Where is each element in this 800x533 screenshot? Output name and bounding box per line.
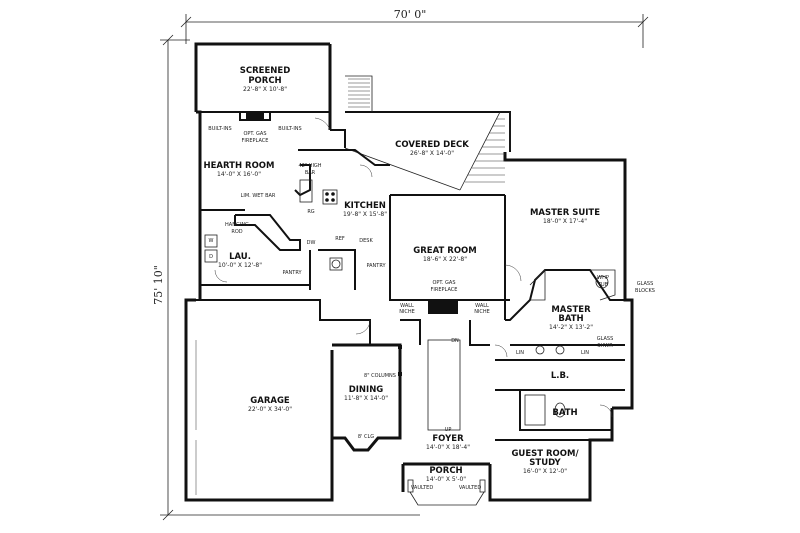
covered-deck-name: COVERED DECK	[395, 140, 469, 150]
fireplace-1-label: OPT. GAS	[243, 131, 266, 137]
depth-dimension: 75' 10"	[152, 34, 420, 521]
washer-label: W	[209, 238, 214, 244]
wall-niche-right-label: WALL	[475, 303, 489, 309]
glass-shwr-label2: SHWR	[597, 343, 613, 349]
covered-deck-size: 26'-8" X 14'-0"	[410, 150, 454, 157]
deck-stairs	[344, 75, 511, 191]
wet-bar-label: LIM. WET BAR	[241, 193, 276, 199]
high-bar-label: 42" HIGH	[298, 163, 321, 169]
fireplace-1-label2: FIREPLACE	[242, 138, 269, 144]
kitchen-size: 19'-8" X 15'-8"	[343, 211, 387, 218]
master-bath-size: 14'-2" X 13'-2"	[549, 324, 593, 331]
whp-tub-label2: TUB	[597, 282, 609, 288]
built-ins-right-label: BUILT-INS	[278, 126, 301, 132]
pantry-great-label: PANTRY	[366, 263, 386, 269]
vaulted-label: VAULTED	[411, 485, 433, 491]
lb-name: L.B.	[551, 371, 569, 381]
door-swings	[214, 117, 613, 418]
clg-label: 8' CLG	[358, 434, 374, 440]
kitchen-name: KITCHEN	[344, 201, 386, 211]
dining-size: 11'-8" X 14'-0"	[344, 395, 388, 402]
lau-size: 10'-0" X 12'-8"	[218, 262, 262, 269]
hanging-rod-label: HANGING	[225, 222, 249, 228]
columns-label: 8" COLUMNS	[364, 373, 396, 379]
fireplace-2-label2: FIREPLACE	[431, 287, 458, 293]
master-bath-name: MASTER	[551, 305, 591, 315]
width-dimension: 70' 0"	[180, 8, 649, 48]
garage-name: GARAGE	[250, 396, 290, 406]
dw-label: DW	[307, 240, 316, 246]
hearth-room-size: 14'-0" X 16'-0"	[217, 171, 261, 178]
master-suite-size: 18'-0" X 17'-4"	[543, 218, 587, 225]
room-labels: SCREENED PORCH 22'-8" X 10'-8" COVERED D…	[204, 66, 601, 483]
stair-down-label: DN	[451, 338, 459, 344]
interior-walls	[186, 111, 625, 506]
glass-blocks-label: GLASS	[637, 281, 654, 287]
lin-right-label: LIN	[581, 350, 589, 356]
dining-name: DINING	[349, 385, 384, 395]
great-room-size: 18'-6" X 22'-8"	[423, 256, 467, 263]
overall-depth-label: 75' 10"	[152, 265, 165, 305]
garage-size: 22'-0" X 34'-0"	[248, 406, 292, 413]
guest-room-name: GUEST ROOM/	[511, 449, 579, 459]
master-bath-name2: BATH	[558, 314, 583, 324]
vaulted-label2: VAULTED	[459, 485, 481, 491]
screened-porch-name2: PORCH	[248, 76, 281, 86]
rg-label: RG	[307, 209, 314, 215]
wall-niche-left-label: WALL	[400, 303, 414, 309]
lau-name: LAU.	[229, 252, 251, 262]
desk-label: DESK	[359, 238, 373, 244]
master-suite-name: MASTER SUITE	[530, 208, 600, 218]
dryer-label: D	[209, 254, 213, 260]
bath-name: BATH	[552, 408, 577, 418]
porch-name: PORCH	[429, 466, 462, 476]
screened-porch-name: SCREENED	[240, 66, 291, 76]
overall-width-label: 70' 0"	[394, 8, 427, 21]
ref-label: REF	[335, 236, 345, 242]
foyer-size: 14'-0" X 18'-4"	[426, 444, 470, 451]
porch-size: 14'-0" X 5'-0"	[426, 476, 466, 483]
glass-shwr-label: GLASS	[597, 336, 614, 342]
fixture-labels: BUILT-INS BUILT-INS OPT. GAS FIREPLACE 4…	[208, 126, 655, 491]
glass-blocks-label2: BLOCKS	[635, 288, 655, 294]
screened-porch-size: 22'-8" X 10'-8"	[243, 86, 287, 93]
guest-room-size: 16'-0" X 12'-0"	[523, 468, 567, 475]
fireplace-2-label: OPT. GAS	[432, 280, 455, 286]
whp-tub-label: WHP	[597, 275, 609, 281]
lin-left-label: LIN	[516, 350, 524, 356]
hanging-rod-label2: ROD	[231, 229, 242, 235]
great-room-name: GREAT ROOM	[413, 246, 476, 256]
foyer-name: FOYER	[432, 434, 464, 444]
hearth-room-name: HEARTH ROOM	[204, 161, 275, 171]
built-ins-left-label: BUILT-INS	[208, 126, 231, 132]
wall-niche-right-label2: NICHE	[474, 309, 490, 315]
wall-niche-left-label2: NICHE	[399, 309, 415, 315]
guest-room-name2: STUDY	[529, 458, 561, 468]
pantry-kitchen-label: PANTRY	[282, 270, 302, 276]
high-bar-label2: BAR	[305, 170, 316, 176]
stair-up-label: UP	[445, 427, 452, 433]
